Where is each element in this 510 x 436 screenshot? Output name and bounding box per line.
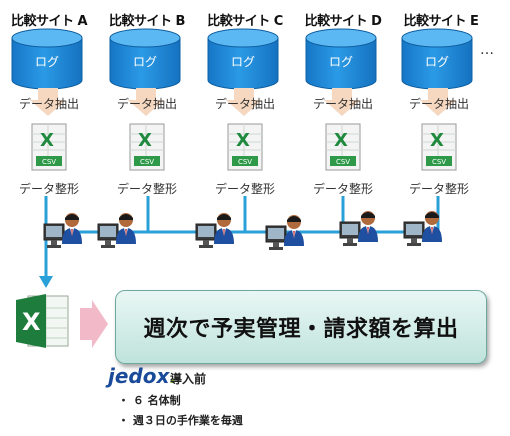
site-name: 比較サイト E: [403, 14, 479, 29]
pink-arrow-icon: [80, 300, 108, 348]
result-box: 週次で予実管理・請求額を算出: [115, 290, 487, 364]
csv-file-icon: X CSV: [421, 123, 457, 171]
worker-at-computer-icon: [195, 212, 235, 249]
extract-arrow-icon: [324, 88, 360, 116]
more-sites-ellipsis: …: [480, 42, 494, 58]
extract-arrows: [30, 88, 456, 116]
database-cylinder-icon: ログ: [401, 28, 473, 90]
svg-text:X: X: [236, 130, 250, 151]
extract-arrow-icon: [128, 88, 164, 116]
worker-at-computer-icon: [265, 214, 305, 251]
extract-arrow-icon: [226, 88, 262, 116]
cylinder-label: ログ: [133, 55, 157, 69]
svg-text:CSV: CSV: [140, 158, 154, 166]
extract-label: データ抽出: [214, 97, 275, 111]
database-cylinder-icon: ログ: [109, 28, 181, 90]
cylinder-label: ログ: [425, 55, 449, 69]
before-label: 導入前: [170, 372, 207, 386]
extract-label: データ抽出: [312, 97, 373, 111]
svg-text:CSV: CSV: [238, 158, 252, 166]
shape-label: データ整形: [214, 182, 275, 196]
site-name: 比較サイト B: [109, 14, 185, 29]
csv-file-icon: X CSV: [325, 123, 361, 171]
extract-label: データ抽出: [18, 97, 79, 111]
csv-file-icon: X CSV: [129, 123, 165, 171]
bullet-item: ・ 週３日の手作業を毎週: [118, 414, 243, 427]
worker-at-computer-icon: [43, 212, 83, 249]
svg-text:CSV: CSV: [432, 158, 446, 166]
extract-arrow-icon: [30, 88, 66, 116]
csv-file-icon: X CSV: [31, 123, 67, 171]
result-text: 週次で予実管理・請求額を算出: [143, 317, 459, 342]
worker-at-computer-icon: [97, 212, 137, 249]
csv-file-icon: X CSV: [227, 123, 263, 171]
shape-label: データ整形: [116, 182, 177, 196]
extract-label: データ抽出: [408, 97, 469, 111]
svg-text:X: X: [138, 130, 152, 151]
svg-text:X: X: [40, 130, 54, 151]
excel-file-icon: X: [16, 294, 69, 348]
shape-label: データ整形: [18, 182, 79, 196]
database-cylinder-icon: ログ: [207, 28, 279, 90]
shape-label: データ整形: [312, 182, 373, 196]
bullet-item: ・ ６ 名体制: [118, 394, 181, 407]
extract-arrow-icon: [420, 88, 456, 116]
cylinder-label: ログ: [35, 55, 59, 69]
extract-label: データ抽出: [116, 97, 177, 111]
svg-text:X: X: [430, 130, 444, 151]
database-cylinder-icon: ログ: [11, 28, 83, 90]
site-name: 比較サイト A: [10, 14, 88, 29]
worker-at-computer-icon: [403, 210, 443, 247]
svg-text:X: X: [22, 308, 41, 336]
site-name: 比較サイト D: [304, 14, 382, 29]
cylinder-label: ログ: [231, 55, 255, 69]
svg-text:X: X: [334, 130, 348, 151]
shape-label: データ整形: [408, 182, 469, 196]
database-cylinder-icon: ログ: [305, 28, 377, 90]
cylinder-label: ログ: [329, 55, 353, 69]
svg-text:CSV: CSV: [42, 158, 56, 166]
site-name: 比較サイト C: [207, 14, 283, 29]
svg-text:CSV: CSV: [336, 158, 350, 166]
down-arrowhead: [39, 276, 53, 288]
jedox-logo: jedox.: [108, 364, 177, 388]
worker-at-computer-icon: [339, 210, 379, 247]
